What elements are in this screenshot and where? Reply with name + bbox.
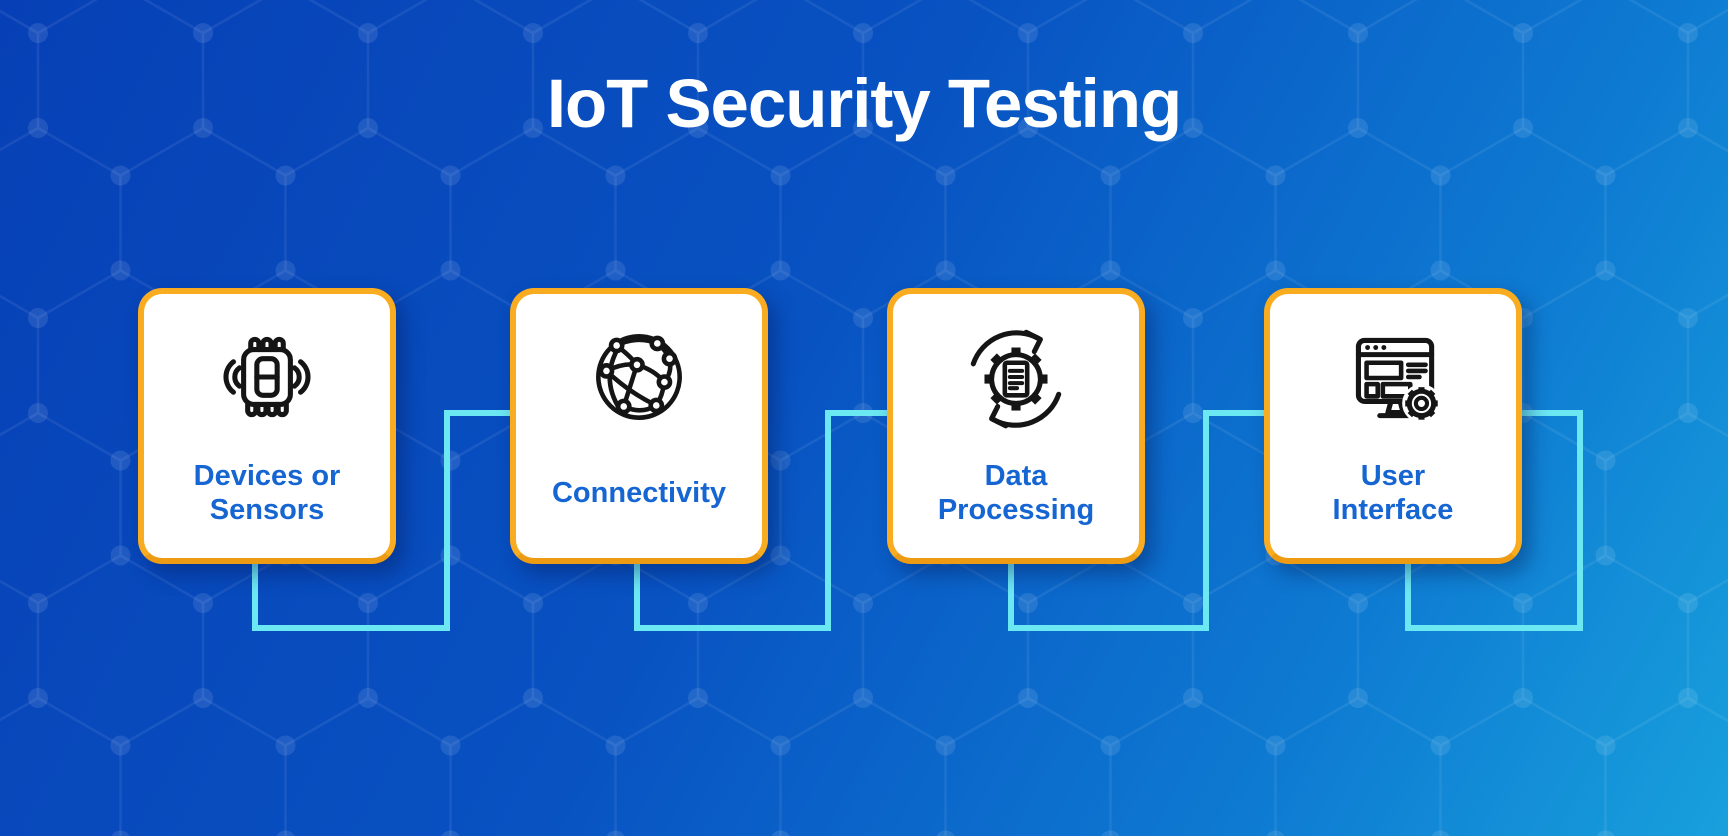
step-label-line: Data <box>984 460 1048 493</box>
step-label: Connectivity <box>552 438 726 558</box>
step-label-line: Sensors <box>209 494 325 526</box>
network-globe-icon <box>596 334 682 420</box>
step-label-line: Processing <box>937 494 1095 526</box>
data-processing-icon <box>970 329 1062 429</box>
step-card-data-processing: Data Processing <box>887 288 1145 564</box>
page-title: IoT Security Testing <box>546 65 1182 142</box>
step-label: Devices or Sensors <box>194 438 341 558</box>
wireless-chip-icon <box>223 336 311 418</box>
step-label-line: Connectivity <box>551 477 727 510</box>
step-label: User Interface <box>1333 438 1454 558</box>
ui-window-gear-icon <box>1355 337 1441 423</box>
step-label-line: User <box>1360 460 1426 493</box>
step-label-line: Devices or <box>193 460 341 493</box>
connector-4 <box>1405 410 1583 631</box>
connector-3 <box>1008 410 1270 631</box>
connector-2 <box>634 410 893 631</box>
connector-1 <box>252 410 516 631</box>
step-label-line: Interface <box>1332 494 1454 526</box>
step-label: Data Processing <box>938 438 1094 558</box>
step-card-devices-or-sensors: Devices or Sensors <box>138 288 396 564</box>
step-card-user-interface: User Interface <box>1264 288 1522 564</box>
step-card-connectivity: Connectivity <box>510 288 768 564</box>
